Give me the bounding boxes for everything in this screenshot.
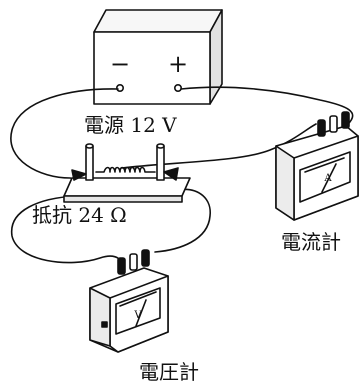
resistor <box>63 143 191 203</box>
ammeter <box>275 111 359 221</box>
wire-resistor-to-voltmeter-right <box>154 188 211 253</box>
ammeter-terminal-2 <box>329 115 338 133</box>
resistor-post-right <box>156 145 165 181</box>
power-supply <box>93 9 223 105</box>
voltmeter-terminal-3 <box>141 249 150 267</box>
ammeter-dial-letter: A <box>323 173 332 184</box>
wire-resistor-to-voltmeter-left <box>11 195 124 269</box>
voltmeter-dial-letter: V <box>133 310 142 321</box>
resistor-label: 抵抗 24 Ω <box>32 203 127 227</box>
minus-terminal <box>116 84 125 93</box>
minus-sign: − <box>110 50 130 78</box>
voltmeter <box>89 249 169 353</box>
ammeter-label: 電流計 <box>281 230 341 254</box>
voltmeter-terminal-2 <box>129 253 138 271</box>
ammeter-terminal-1 <box>317 119 326 137</box>
voltmeter-terminal-1 <box>117 257 126 275</box>
plus-sign: + <box>168 50 188 78</box>
plus-terminal <box>174 84 183 93</box>
voltmeter-label: 電圧計 <box>139 360 199 384</box>
wire-minus-to-resistor <box>10 88 119 181</box>
resistor-coil <box>95 166 156 173</box>
resistor-post-left <box>85 145 94 181</box>
ammeter-terminal-3 <box>341 111 350 129</box>
ammeter-needle <box>321 163 337 193</box>
power-supply-label: 電源 12 V <box>84 113 177 137</box>
voltmeter-needle <box>135 299 147 327</box>
wire-plus-to-ammeter <box>180 86 354 125</box>
